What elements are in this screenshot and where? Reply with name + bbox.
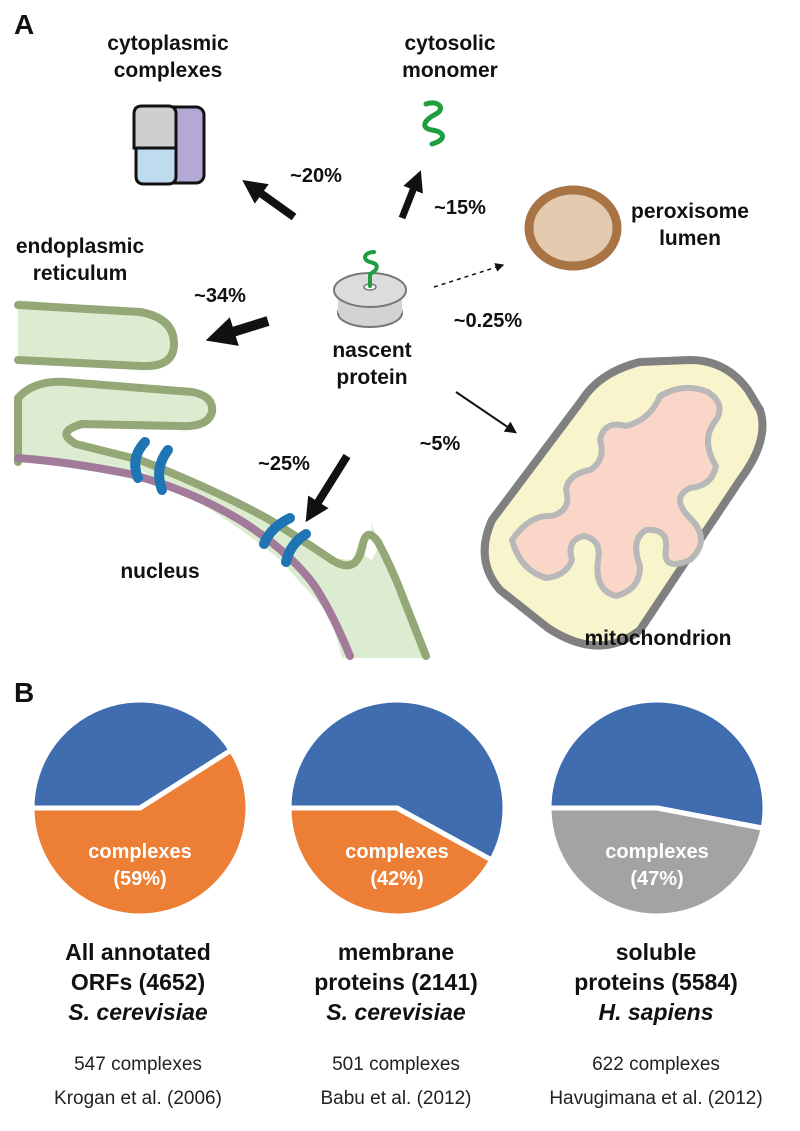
pie1-complex-count: 547 complexes <box>74 1054 202 1075</box>
pie1-complexes-slice <box>29 747 251 919</box>
mitochondrion-icon <box>480 356 767 650</box>
nascent-protein-label-1: nascent <box>332 339 411 362</box>
arrow-to-peroxisome <box>433 263 505 288</box>
pie3-other-slice <box>546 697 768 831</box>
pie1-complexes-label: complexes <box>88 841 191 863</box>
cytoplasmic-complexes-label-2: complexes <box>114 59 223 82</box>
pct-mitochondrion: ~5% <box>420 433 461 455</box>
pie1-complexes-pct: (59%) <box>113 868 166 890</box>
pie2-complexes-pct: (42%) <box>370 868 423 890</box>
peroxisome-label-2: lumen <box>659 227 721 250</box>
cytosolic-monomer-label-2: monomer <box>402 59 498 82</box>
nucleus-label: nucleus <box>120 560 199 583</box>
pie1-organism: S. cerevisiae <box>68 999 208 1025</box>
panel-b-label: B <box>14 677 34 708</box>
pie2-title-line2: proteins (2141) <box>314 969 478 995</box>
cytoplasmic-complexes-label-1: cytoplasmic <box>107 32 229 55</box>
pie-charts: complexes (59%) complexes (42%) complexes (47… <box>29 697 768 919</box>
arrow-to-complexes <box>242 180 297 221</box>
pie2-title-line1: membrane <box>338 939 454 965</box>
pie1-title-line2: ORFs (4652) <box>71 969 205 995</box>
nascent-chain-icon <box>363 250 379 288</box>
protein-complex-icon <box>132 104 206 186</box>
pie3-complex-count: 622 complexes <box>592 1054 720 1075</box>
pie2-organism: S. cerevisiae <box>326 999 466 1025</box>
pie3-title-line1: soluble <box>616 939 697 965</box>
pie3-complexes-pct: (47%) <box>630 868 683 890</box>
pie2-other-slice <box>286 697 508 863</box>
pie3-title-line2: proteins (5584) <box>574 969 738 995</box>
pie2-complexes-slice <box>286 805 495 919</box>
peroxisome-icon <box>524 185 622 271</box>
cytosolic-monomer-label-1: cytosolic <box>404 32 495 55</box>
nascent-protein-label-2: protein <box>336 366 407 389</box>
pie1-title-line1: All annotated <box>65 939 211 965</box>
arrow-to-monomer <box>398 170 423 220</box>
pct-er: ~34% <box>194 285 246 307</box>
pct-monomer: ~15% <box>434 197 486 219</box>
folded-monomer-icon <box>422 100 445 147</box>
peroxisome-label-1: peroxisome <box>631 200 749 223</box>
pie2-complexes-label: complexes <box>345 841 448 863</box>
pie3-complexes-label: complexes <box>605 841 708 863</box>
er-nucleus-drawing <box>14 300 430 660</box>
panel-a-label: A <box>14 9 34 40</box>
mitochondrion-label: mitochondrion <box>585 627 732 650</box>
pie2-complex-count: 501 complexes <box>332 1054 460 1075</box>
pct-peroxisome: ~0.25% <box>454 310 523 332</box>
er-label-1: endoplasmic <box>16 235 145 258</box>
er-label-2: reticulum <box>33 262 128 285</box>
pct-nucleus: ~25% <box>258 453 310 475</box>
arrow-to-er <box>205 316 270 346</box>
pie3-complexes-slice <box>546 805 766 919</box>
pie1-source: Krogan et al. (2006) <box>54 1088 222 1109</box>
arrow-to-mitochondrion <box>455 391 517 434</box>
pie2-source: Babu et al. (2012) <box>320 1088 471 1109</box>
arrow-to-nucleus <box>305 453 351 523</box>
pct-complexes: ~20% <box>290 165 342 187</box>
pie3-organism: H. sapiens <box>598 999 713 1025</box>
pie3-source: Havugimana et al. (2012) <box>549 1088 762 1109</box>
